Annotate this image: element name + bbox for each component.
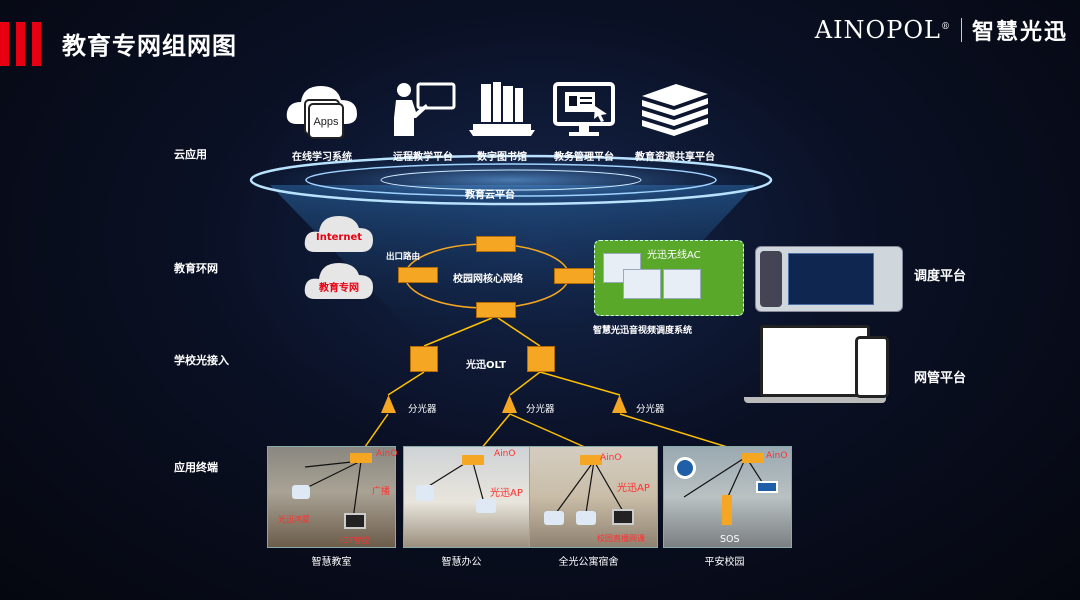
olt-right bbox=[527, 346, 555, 372]
campus-sos-label: SOS bbox=[720, 534, 740, 545]
app-resource-sharing: 教育资源共享平台 bbox=[620, 72, 730, 163]
camera-dome-icon bbox=[674, 457, 696, 479]
teacher-board-icon bbox=[368, 72, 478, 140]
apps-cloud-icon: Apps bbox=[267, 72, 377, 140]
brand-cn: 智慧光迅 bbox=[971, 19, 1068, 45]
sos-pillar-icon bbox=[722, 495, 732, 525]
classroom-aino-label: AinO bbox=[376, 449, 398, 459]
classroom-broadcast-label: 广播 bbox=[372, 487, 391, 497]
classroom-iot-panel bbox=[344, 513, 366, 529]
dorm-aino-device bbox=[580, 455, 602, 465]
splitter-label-1: 分光器 bbox=[408, 404, 437, 415]
app-label: 教育资源共享平台 bbox=[635, 152, 715, 163]
switch-left bbox=[398, 267, 438, 283]
dispatch-system-label: 智慧光迅音视频调度系统 bbox=[593, 326, 693, 336]
brand-logo: AINOPOL® 智慧光迅 bbox=[815, 14, 1068, 46]
office-phone-device bbox=[416, 485, 434, 501]
monitor-id-icon bbox=[529, 72, 639, 140]
brand-en: AINOPOL® bbox=[814, 16, 951, 44]
office-aino-device bbox=[462, 455, 484, 465]
layer-school-access: 学校光接入 bbox=[174, 354, 229, 367]
exit-router-label: 出口路由 bbox=[386, 252, 421, 262]
dorm-live-label: 校园直播网课 bbox=[597, 534, 645, 543]
internet-cloud: Internet bbox=[303, 210, 375, 258]
app-label: 教务管理平台 bbox=[554, 152, 614, 163]
app-label: 数字图书馆 bbox=[477, 152, 527, 163]
layer-terminal: 应用终端 bbox=[174, 461, 218, 474]
nms-phone bbox=[855, 336, 889, 398]
stacked-books-icon bbox=[620, 72, 730, 140]
wireless-ac-label: 光迅无线AC bbox=[647, 250, 701, 261]
nms-laptop bbox=[760, 325, 870, 397]
scene-photo-dorm bbox=[529, 446, 658, 548]
edu-net-label: 教育专网 bbox=[319, 283, 359, 294]
scene-name-classroom: 智慧教室 bbox=[311, 557, 352, 568]
dorm-live-screen bbox=[612, 509, 634, 525]
app-digital-library: 数字图书馆 bbox=[447, 72, 557, 163]
cctv-camera-icon bbox=[756, 481, 778, 493]
scene-name-office: 智慧办公 bbox=[441, 557, 482, 568]
dispatch-platform-label: 调度平台 bbox=[914, 269, 967, 284]
scene-name-dorm: 全光公寓宿舍 bbox=[558, 557, 619, 568]
classroom-aino-device bbox=[350, 453, 372, 463]
edu-net-cloud: 教育专网 bbox=[303, 257, 375, 305]
layer-edu-ring: 教育环网 bbox=[174, 262, 218, 275]
scene-photo-campus bbox=[663, 446, 792, 548]
office-aino-label: AinO bbox=[494, 449, 516, 459]
nms-platform-label: 网管平台 bbox=[914, 371, 967, 386]
campus-aino-device bbox=[742, 453, 764, 463]
office-ap-device bbox=[476, 499, 496, 513]
app-online-learning: Apps 在线学习系统 bbox=[267, 72, 377, 163]
brand-separator bbox=[960, 18, 962, 42]
cloud-platform-label: 教育云平台 bbox=[465, 190, 515, 201]
svg-text:Apps: Apps bbox=[313, 116, 339, 128]
classroom-harmony-label: 光迅鸿蒙 bbox=[278, 515, 310, 524]
app-academic-admin: 教务管理平台 bbox=[529, 72, 639, 163]
switch-top bbox=[476, 236, 516, 252]
nms-laptop-base bbox=[744, 397, 886, 403]
page-title: 教育专网组网图 bbox=[62, 32, 237, 60]
olt-left bbox=[410, 346, 438, 372]
scene-name-campus: 平安校园 bbox=[704, 557, 745, 568]
app-remote-teaching: 远程教学平台 bbox=[368, 72, 478, 163]
ac-server-2 bbox=[623, 269, 661, 299]
splitter-label-2: 分光器 bbox=[526, 404, 555, 415]
dorm-ap-1 bbox=[544, 511, 564, 525]
layer-cloud-app: 云应用 bbox=[174, 148, 207, 161]
app-label: 远程教学平台 bbox=[393, 152, 453, 163]
dorm-aino-label: AinO bbox=[600, 453, 622, 463]
campus-aino-label: AinO bbox=[766, 451, 788, 461]
dispatch-console bbox=[755, 246, 903, 312]
office-ap-label: 光迅AP bbox=[490, 488, 523, 499]
scene-photo-classroom bbox=[267, 446, 396, 548]
app-label: 在线学习系统 bbox=[292, 152, 352, 163]
olt-label: 光迅OLT bbox=[466, 360, 507, 371]
campus-core-label: 校园网核心网络 bbox=[453, 274, 523, 285]
classroom-camera bbox=[292, 485, 310, 499]
laptop-books-icon bbox=[447, 72, 557, 140]
dorm-ap-label: 光迅AP bbox=[617, 483, 650, 494]
wireless-ac-panel: 光迅无线AC bbox=[594, 240, 744, 316]
accent-bars bbox=[0, 22, 41, 66]
internet-label: Internet bbox=[315, 232, 362, 243]
splitter-label-3: 分光器 bbox=[636, 404, 665, 415]
switch-bottom bbox=[476, 302, 516, 318]
switch-right bbox=[554, 268, 594, 284]
ac-server-3 bbox=[663, 269, 701, 299]
dorm-ap-2 bbox=[576, 511, 596, 525]
classroom-iot-label: IOT智控 bbox=[340, 536, 370, 545]
